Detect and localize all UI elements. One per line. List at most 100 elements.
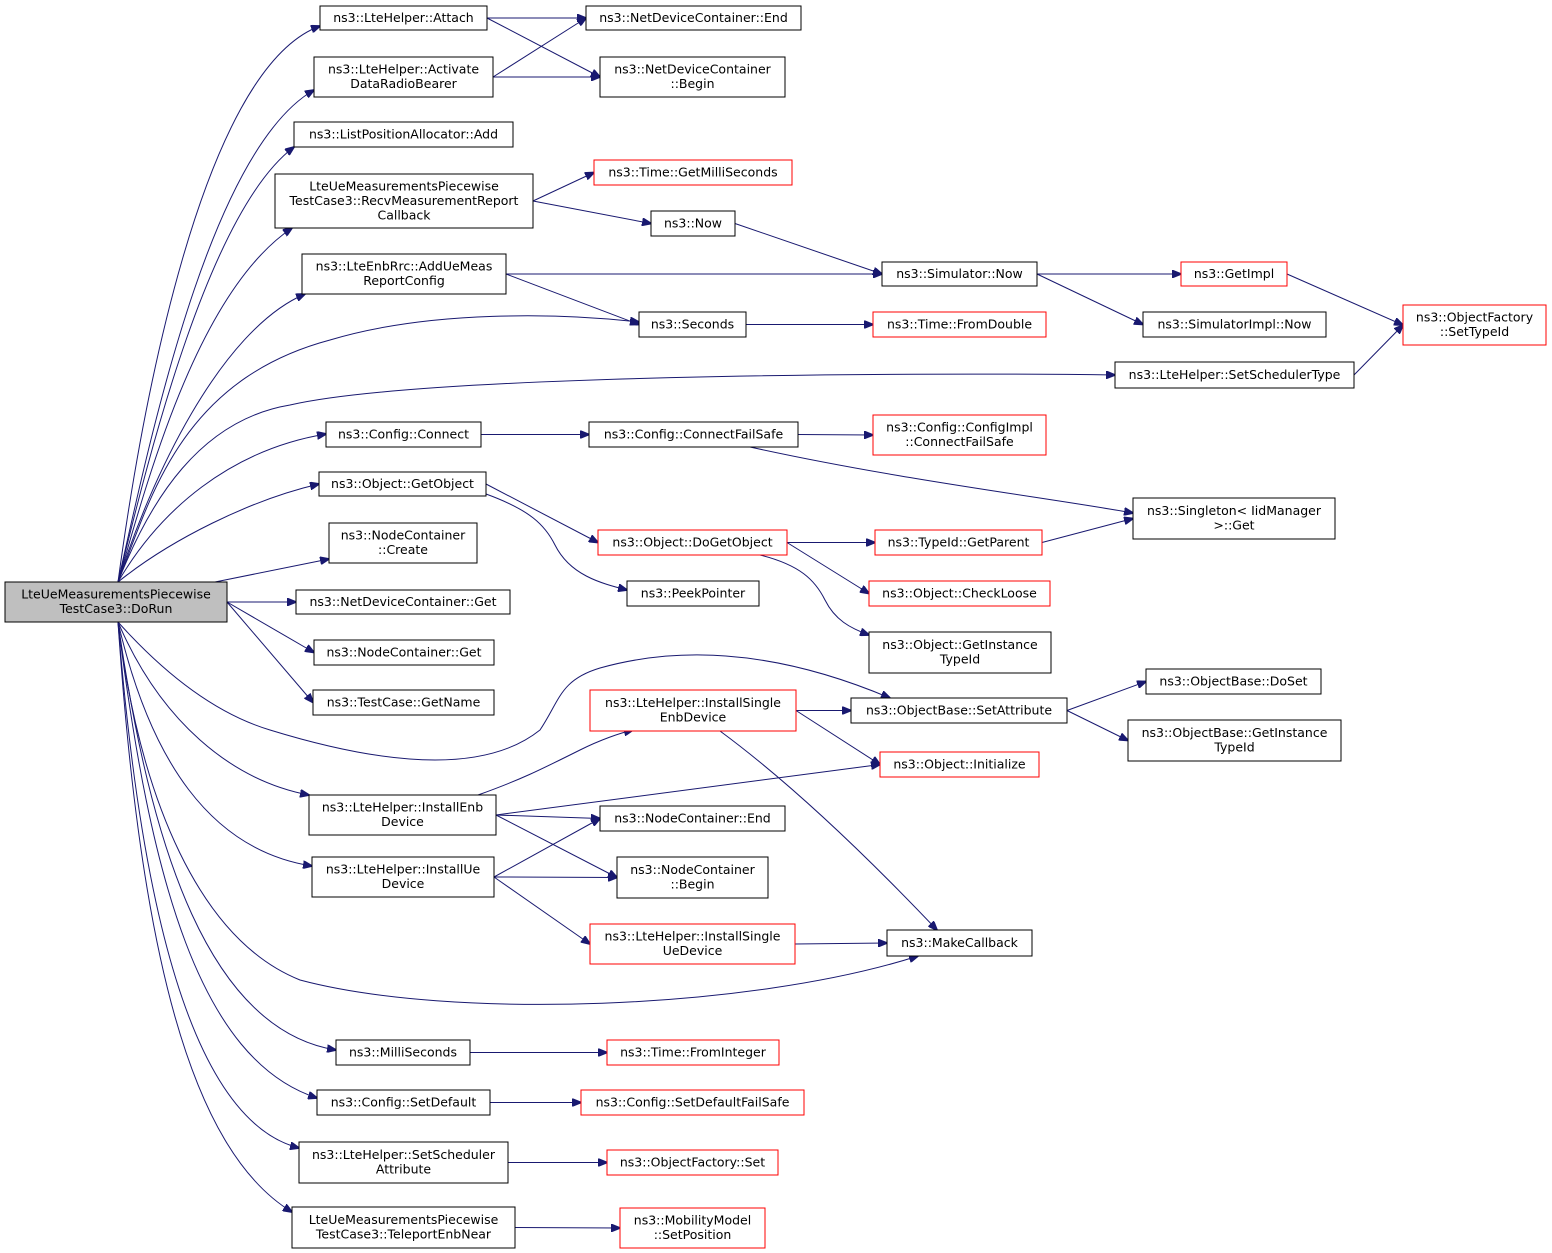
node-box (328, 522, 478, 564)
node-now[interactable]: ns3::Now (650, 210, 736, 237)
node-label: ns3::ObjectFactory::Set (620, 1154, 765, 1169)
node-label: TestCase3::DoRun (59, 601, 173, 616)
node-label: ns3::Simulator::Now (896, 266, 1023, 281)
node-setdefaultfs[interactable]: ns3::Config::SetDefaultFailSafe (580, 1089, 805, 1116)
node-label: ns3::NodeContainer (341, 528, 466, 543)
node-label: ns3::Object::GetObject (331, 476, 474, 491)
node-label: ns3::Config::SetDefault (331, 1094, 477, 1109)
node-cfgimplconn[interactable]: ns3::Config::ConfigImpl::ConnectFailSafe (872, 414, 1047, 456)
node-ndcend[interactable]: ns3::NetDeviceContainer::End (585, 5, 802, 31)
node-label: ns3::LteHelper::Attach (333, 10, 474, 25)
node-label: ns3::Config::ConnectFailSafe (604, 426, 784, 441)
node-tcgetname[interactable]: ns3::TestCase::GetName (312, 689, 495, 716)
edge-root-teleport (117, 621, 292, 1212)
node-nccreate[interactable]: ns3::NodeContainer::Create (328, 522, 478, 564)
node-fromdouble[interactable]: ns3::Time::FromDouble (872, 311, 1047, 338)
node-getimpl[interactable]: ns3::GetImpl (1180, 261, 1288, 287)
node-box (325, 421, 482, 448)
node-ofsettypeid[interactable]: ns3::ObjectFactory::SetTypeId (1402, 304, 1547, 346)
node-box (872, 414, 1047, 456)
node-label: ns3::NetDeviceContainer::Get (309, 594, 496, 609)
node-box (606, 1149, 779, 1176)
node-peekptr[interactable]: ns3::PeekPointer (626, 580, 760, 607)
call-edges (117, 18, 1403, 1228)
node-getparent[interactable]: ns3::TypeId::GetParent (874, 529, 1043, 556)
node-getmilli[interactable]: ns3::Time::GetMilliSeconds (593, 159, 793, 186)
node-ofset[interactable]: ns3::ObjectFactory::Set (606, 1149, 779, 1176)
node-singletonget[interactable]: ns3::Singleton< IidManager >::Get (1132, 497, 1336, 540)
edge-root-getobject (117, 484, 319, 583)
edge-root-millisec (117, 621, 336, 1050)
node-label: LteUeMeasurementsPiecewise (21, 587, 211, 602)
node-label: ns3::SimulatorImpl::Now (1157, 316, 1311, 331)
edge-installenb-ncend (495, 815, 600, 819)
node-label: ns3::LteHelper::Activate (328, 62, 479, 77)
node-simimplnow[interactable]: ns3::SimulatorImpl::Now (1142, 311, 1327, 338)
node-box (4, 581, 228, 623)
edge-root-setattr (117, 621, 890, 761)
node-ncget[interactable]: ns3::NodeContainer::Get (313, 639, 495, 666)
edge-root-nccreate (214, 559, 329, 583)
node-box (274, 173, 534, 229)
node-getobject[interactable]: ns3::Object::GetObject (318, 471, 487, 497)
node-simnow[interactable]: ns3::Simulator::Now (881, 261, 1038, 287)
node-box (291, 1206, 516, 1249)
edge-installue-ncend (493, 819, 600, 878)
node-listpos[interactable]: ns3::ListPositionAllocator::Add (293, 121, 514, 148)
node-seconds[interactable]: ns3::Seconds (638, 311, 747, 338)
node-label: LteUeMeasurementsPiecewise (309, 1212, 499, 1227)
node-box (593, 159, 793, 186)
node-setpos[interactable]: ns3::MobilityModel::SetPosition (619, 1207, 766, 1249)
node-label: ReportConfig (363, 273, 445, 288)
node-recvmeas[interactable]: LteUeMeasurementsPiecewiseTestCase3::Rec… (274, 173, 534, 229)
node-checkloose[interactable]: ns3::Object::CheckLoose (868, 580, 1051, 607)
node-attach[interactable]: ns3::LteHelper::Attach (319, 5, 488, 31)
edge-connectfs-singletonget (749, 446, 1133, 513)
node-label: LteUeMeasurementsPiecewise (309, 178, 499, 193)
node-box (1142, 311, 1327, 338)
node-box (580, 1089, 805, 1116)
node-label: ns3::Time::GetMilliSeconds (608, 164, 777, 179)
node-cfgconnect[interactable]: ns3::Config::Connect (325, 421, 482, 448)
node-ndcbegin[interactable]: ns3::NetDeviceContainer::Begin (599, 56, 786, 98)
node-ndcget[interactable]: ns3::NetDeviceContainer::Get (295, 589, 511, 615)
node-label: ns3::TypeId::GetParent (888, 534, 1030, 549)
node-ncend[interactable]: ns3::NodeContainer::End (599, 805, 786, 832)
node-ncbegin[interactable]: ns3::NodeContainer::Begin (616, 856, 769, 899)
node-label: ::Begin (670, 76, 714, 91)
node-root[interactable]: LteUeMeasurementsPiecewiseTestCase3::DoR… (4, 581, 228, 623)
node-label: ns3::Time::FromDouble (887, 316, 1032, 331)
node-setdefault[interactable]: ns3::Config::SetDefault (316, 1089, 491, 1116)
node-label: DataRadioBearer (350, 76, 457, 91)
node-box (1402, 304, 1547, 346)
node-teleport[interactable]: LteUeMeasurementsPiecewiseTestCase3::Tel… (291, 1206, 516, 1249)
node-fromint[interactable]: ns3::Time::FromInteger (606, 1039, 780, 1066)
node-label: ns3::NodeContainer (630, 862, 755, 877)
node-connectfs[interactable]: ns3::Config::ConnectFailSafe (588, 421, 799, 448)
node-box (319, 5, 488, 31)
node-doset[interactable]: ns3::ObjectBase::DoSet (1145, 668, 1322, 695)
node-box (588, 421, 799, 448)
node-box (616, 856, 769, 899)
node-box (308, 794, 497, 836)
node-dogetobject[interactable]: ns3::Object::DoGetObject (597, 529, 788, 556)
node-initialize[interactable]: ns3::Object::Initialize (879, 751, 1040, 778)
node-label: ns3::ObjectBase::GetInstance (1142, 725, 1328, 740)
node-millisec[interactable]: ns3::MilliSeconds (335, 1039, 471, 1066)
node-setattr[interactable]: ns3::ObjectBase::SetAttribute (850, 697, 1068, 724)
node-setschedtype[interactable]: ns3::LteHelper::SetSchedulerType (1114, 361, 1355, 389)
node-makecb[interactable]: ns3::MakeCallback (886, 929, 1033, 957)
node-box (606, 1039, 780, 1066)
node-label: ns3::Now (664, 215, 722, 230)
node-label: EnbDevice (660, 710, 727, 725)
node-label: ns3::TestCase::GetName (327, 694, 481, 709)
